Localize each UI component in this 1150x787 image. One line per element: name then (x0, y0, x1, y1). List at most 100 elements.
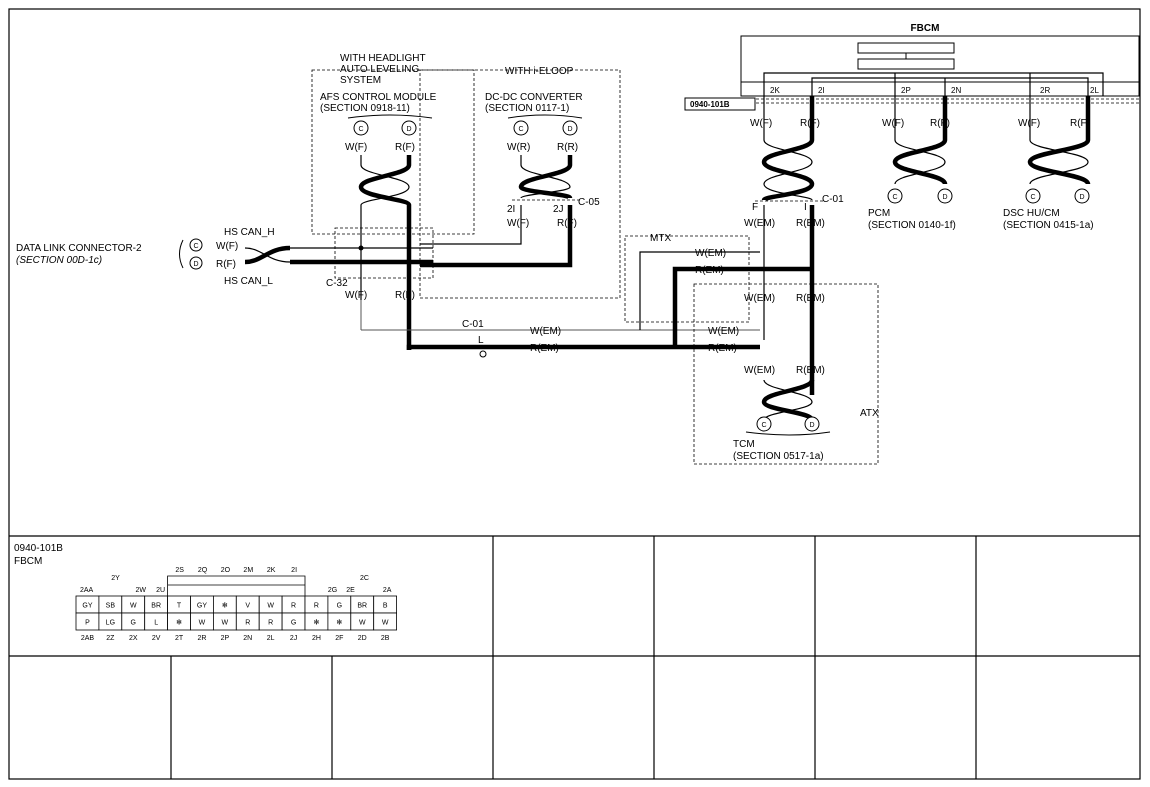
svg-text:W(R): W(R) (507, 142, 530, 153)
dcdc-converter: WITH i-ELOOP DC-DC CONVERTER (SECTION 01… (419, 66, 621, 299)
pin-f: F (752, 202, 758, 213)
fbcm-module: FBCM 2K 2I 2P 2N 2R 2L 0940-101B (684, 23, 1140, 111)
svg-text:AUTO LEVELING: AUTO LEVELING (340, 64, 420, 75)
connector-pin-label: 2P (221, 635, 230, 642)
connector-pin-label: 2R (197, 635, 206, 642)
svg-text:W(EM): W(EM) (708, 326, 739, 337)
pcm-branch: W(F) R(F) C D PCM (SECTION 0140-1f) (868, 96, 956, 231)
fbcm-pin-2p: 2P (901, 86, 911, 95)
connector-cell (373, 612, 398, 631)
connector-pin-label: 2J (290, 635, 297, 642)
dlc-section: (SECTION 00D-1c) (16, 255, 102, 266)
mtx-block: MTX W(EM) R(EM) (624, 233, 812, 347)
svg-text:R(EM): R(EM) (708, 343, 737, 354)
svg-text:WITH i-ELOOP: WITH i-ELOOP (505, 66, 574, 77)
connector-cell-color: LG (106, 620, 115, 627)
fbcm-connector-ref: 0940-101B (690, 100, 730, 109)
connector-pin-label: 2H (312, 635, 321, 642)
dcdc-section: (SECTION 0117-1) (485, 103, 569, 114)
pcm-section: (SECTION 0140-1f) (868, 220, 956, 231)
svg-text:C: C (761, 422, 766, 429)
svg-text:2J: 2J (553, 204, 564, 215)
connector-side-label: 2U (156, 587, 165, 594)
dsc-branch: W(F) R(F) C D DSC HU/CM (SECTION 0415-1a… (1003, 96, 1094, 231)
svg-text:C: C (1030, 194, 1035, 201)
connector-cell-color: G (337, 603, 342, 610)
connector-pin-label: 2N (243, 635, 252, 642)
connector-side-label: 2AA (80, 587, 94, 594)
connector-pin-label: 2B (381, 635, 390, 642)
svg-text:W(F): W(F) (345, 142, 367, 153)
fbcm-pin-2l: 2L (1090, 86, 1099, 95)
svg-text:D: D (193, 261, 198, 268)
c-01-label-bottom: C-01 (462, 319, 484, 330)
connector-cell-color: W (382, 620, 389, 627)
connector-cell-color: ✻ (336, 619, 342, 627)
connector-cell-color: T (177, 603, 182, 610)
connector-cell-color: R (245, 620, 250, 627)
connector-name: FBCM (14, 556, 42, 567)
connector-cell-color: ✻ (222, 602, 228, 610)
svg-text:W(F): W(F) (882, 118, 904, 129)
wire-label-2k: W(F) (750, 118, 772, 129)
svg-text:R(R): R(R) (557, 142, 578, 153)
svg-text:R(EM): R(EM) (796, 293, 825, 304)
connector-cell-color: ✻ (176, 619, 182, 627)
connector-side-label: 2A (383, 587, 392, 594)
connector-side-label: 2E (346, 587, 355, 594)
connector-top-label: 2S (175, 567, 184, 574)
svg-text:D: D (942, 194, 947, 201)
connector-cell-color: GY (197, 603, 207, 610)
connector-cell-color: R (314, 603, 319, 610)
dsc-label: DSC HU/CM (1003, 208, 1060, 219)
svg-text:W(EM): W(EM) (744, 365, 775, 376)
svg-text:W(F): W(F) (1018, 118, 1040, 129)
connector-cell-color: BR (357, 603, 367, 610)
page-frame (8, 8, 1141, 780)
afs-control-module: WITH HEADLIGHT AUTO LEVELING SYSTEM AFS … (311, 53, 475, 350)
svg-text:D: D (406, 126, 411, 133)
connector-top-label: 2I (291, 567, 297, 574)
svg-text:R(F): R(F) (395, 142, 415, 153)
connector-pin-label: 2T (175, 635, 184, 642)
fbcm-to-tcm-wires: W(F) R(F) F I C-01 W(EM) R(EM) W(EM) R(E… (744, 96, 844, 422)
svg-text:R(F): R(F) (216, 259, 236, 270)
c-32-label: C-32 (326, 278, 348, 289)
svg-text:R(EM): R(EM) (530, 343, 559, 354)
afs-section: (SECTION 0918-11) (320, 103, 410, 114)
svg-text:R(F): R(F) (557, 218, 577, 229)
connector-cell-color: R (291, 603, 296, 610)
connector-cell-color: W (222, 620, 229, 627)
data-link-connector: DATA LINK CONNECTOR-2 (SECTION 00D-1c) C… (16, 227, 291, 287)
svg-text:D: D (1079, 194, 1084, 201)
hs-can-l-label: HS CAN_L (224, 276, 273, 287)
svg-text:W(EM): W(EM) (744, 293, 775, 304)
fbcm-pin-2k: 2K (770, 86, 780, 95)
svg-text:C: C (518, 126, 523, 133)
connector-pin-label: 2X (129, 635, 138, 642)
fbcm-pin-2i: 2I (818, 86, 825, 95)
pin-i: I (804, 202, 807, 213)
fbcm-pin-2r: 2R (1040, 86, 1050, 95)
fbcm-title: FBCM (911, 23, 940, 34)
c-32-joint: C-32 W(F) R(F) (290, 227, 434, 301)
atx-label: ATX (860, 408, 879, 419)
svg-text:L: L (478, 335, 484, 346)
connector-cell-color: R (268, 620, 273, 627)
svg-text:WITH HEADLIGHT: WITH HEADLIGHT (340, 53, 426, 64)
connector-cell-color: B (383, 603, 388, 610)
fbcm-box (740, 35, 1140, 97)
tcm-label: TCM (733, 439, 755, 450)
svg-text:W(F): W(F) (216, 241, 238, 252)
connector-cell-color: W (199, 620, 206, 627)
svg-text:W(EM): W(EM) (530, 326, 561, 337)
connector-pin-label: 2L (267, 635, 275, 642)
svg-text:R(F): R(F) (1070, 118, 1090, 129)
svg-text:W(F): W(F) (345, 290, 367, 301)
connector-side-label: 2C (360, 575, 369, 582)
connector-side-label: 2Y (111, 575, 120, 582)
pcm-label: PCM (868, 208, 890, 219)
svg-text:W(EM): W(EM) (695, 248, 726, 259)
connector-pin-label: 2D (358, 635, 367, 642)
